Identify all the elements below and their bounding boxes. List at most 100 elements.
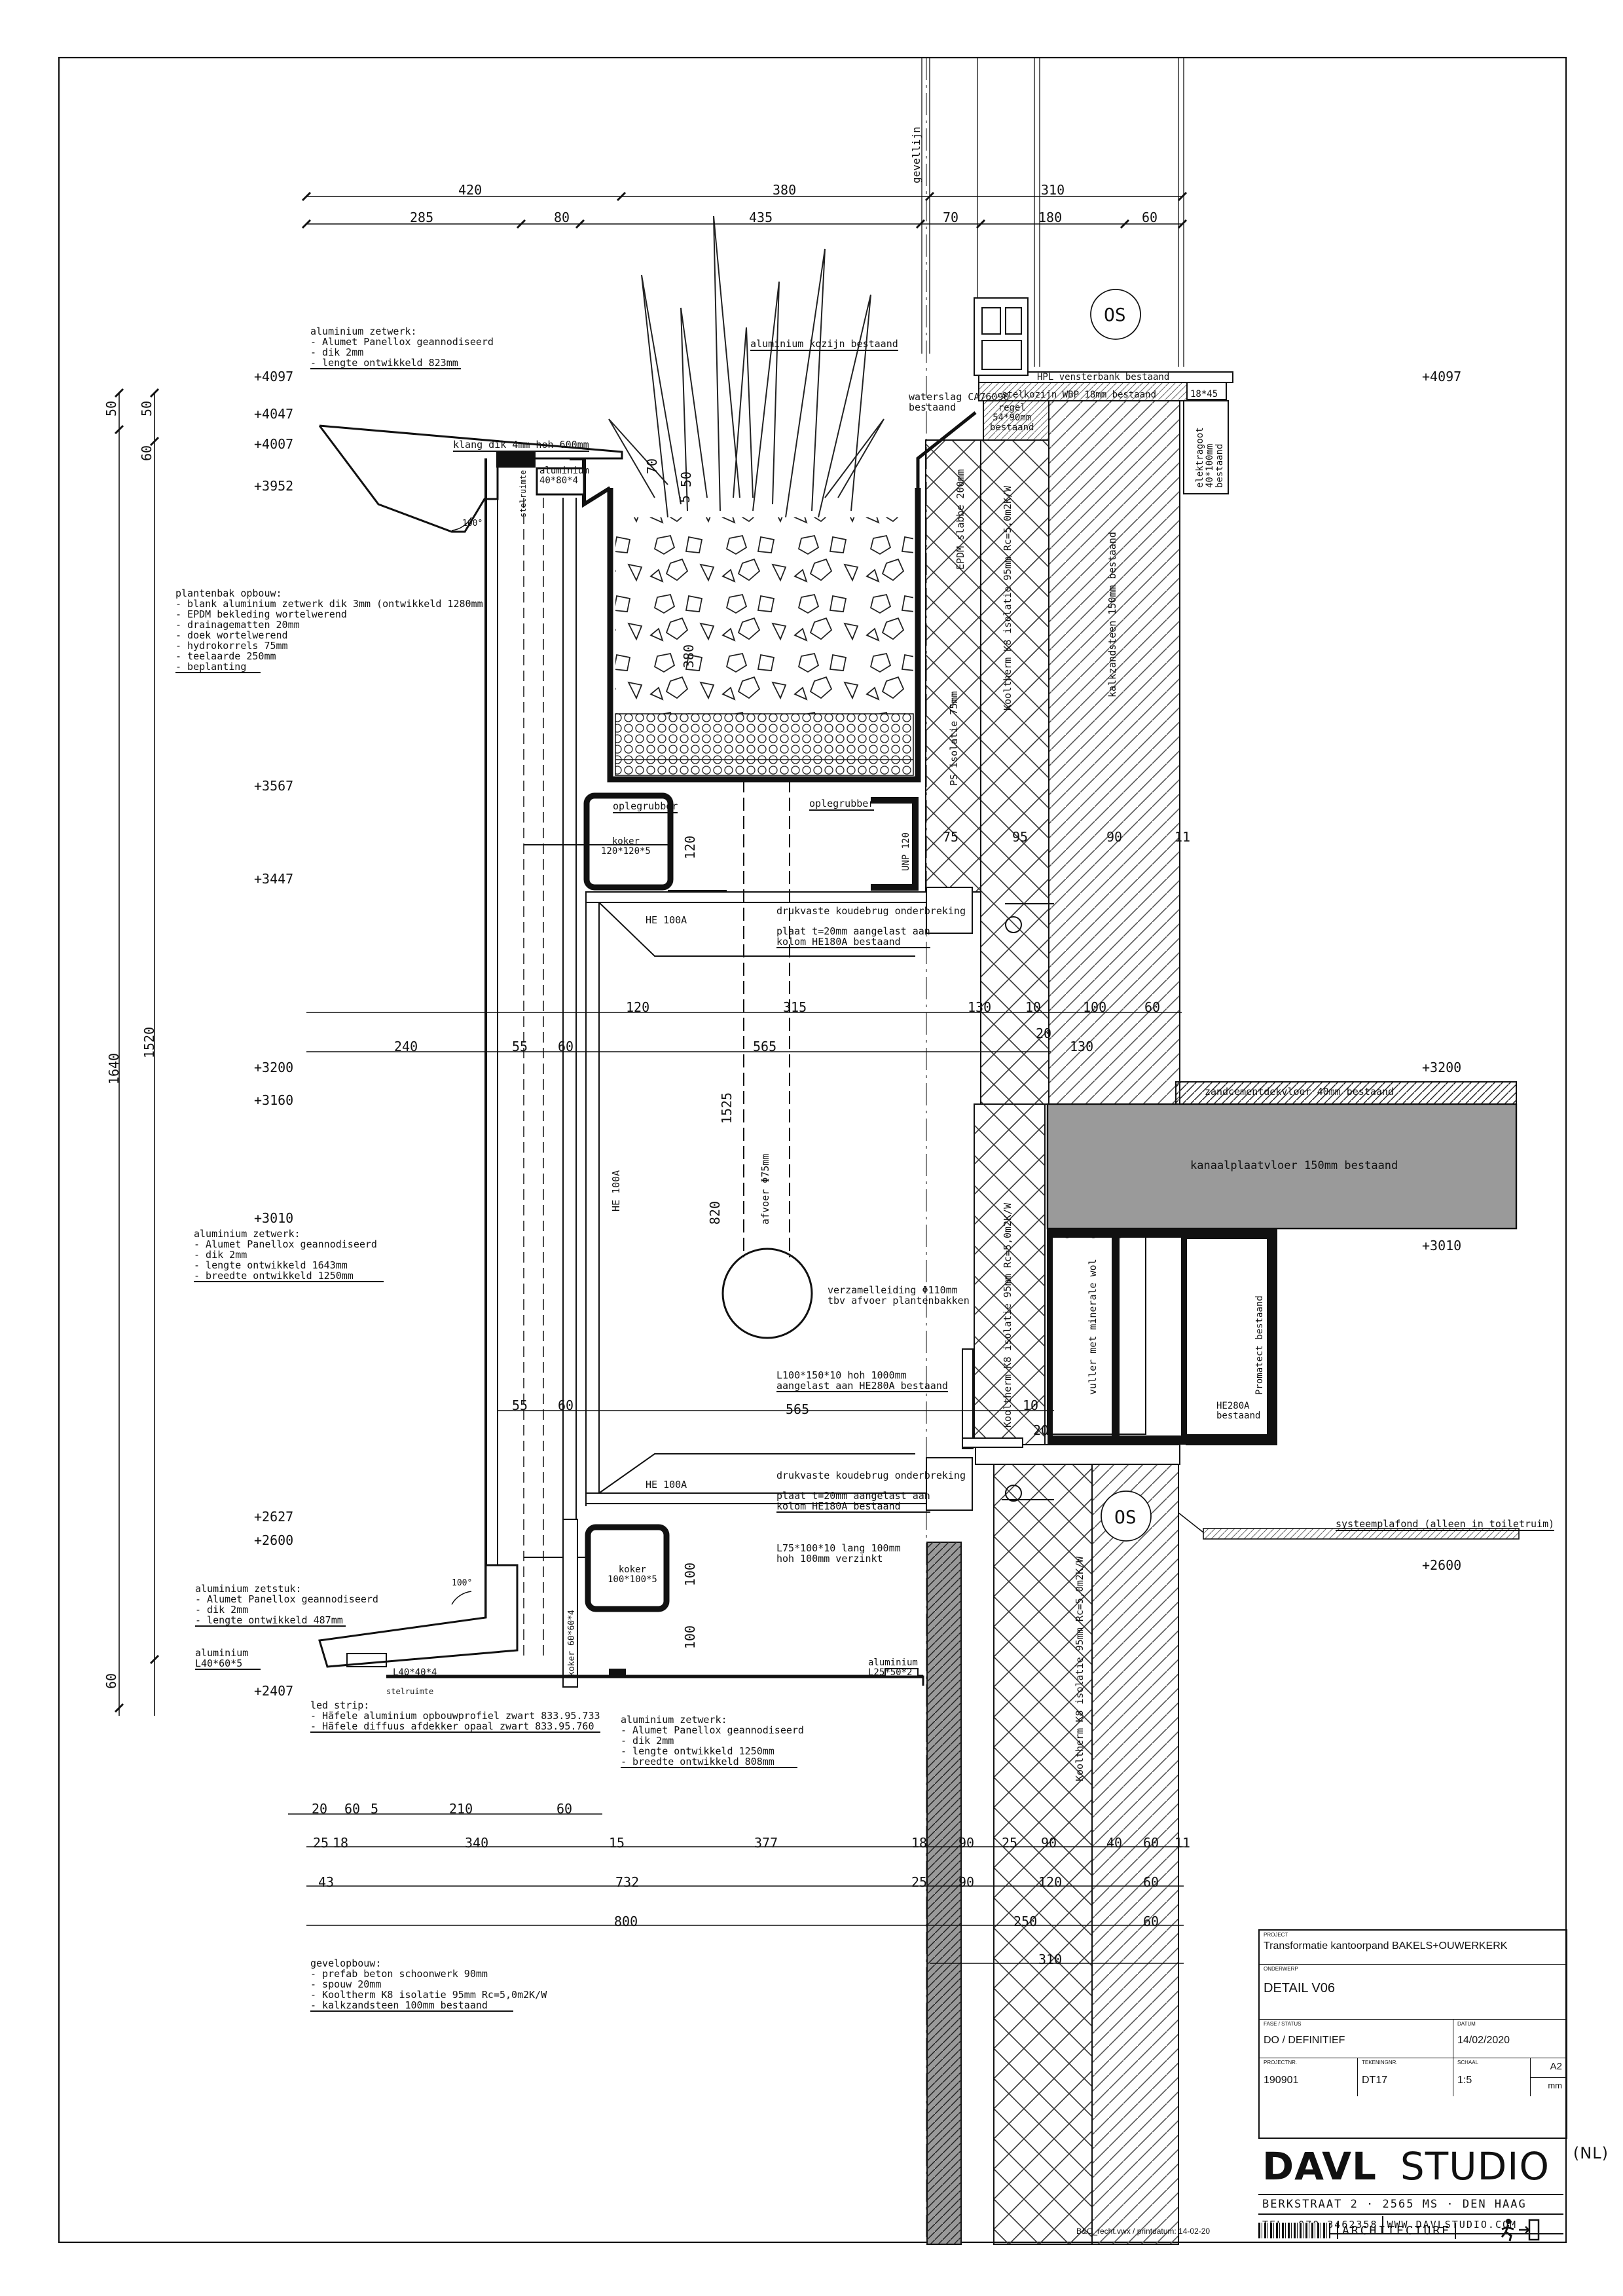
stelkozijn: [978, 382, 1188, 401]
ps-isolatie: [925, 439, 981, 893]
dim-top2-285: 285: [410, 210, 434, 225]
dim-unp-11: 11: [1175, 829, 1191, 845]
barcode-icon: [1258, 2223, 1330, 2238]
note-koudebrug-bottom: drukvaste koudebrug onderbreking: [776, 1470, 966, 1481]
note-stelkozijn: stelkozijn WBP 18mm bestaand: [1002, 390, 1157, 400]
beplanting: [608, 215, 884, 518]
note-zetstuk: aluminium zetstuk: - Alumet Panellox gea…: [195, 1583, 378, 1627]
note-koker-100: koker 100*100*5: [608, 1565, 657, 1585]
architecture-label: ARCHITECTURE: [1337, 2222, 1457, 2239]
tb-fase-row: FASE / STATUS DO / DEFINITIEF DATUM 14/0…: [1260, 2020, 1566, 2058]
teelaarde: [615, 517, 913, 714]
note-l75: L75*100*10 lang 100mm hoh 100mm verzinkt: [776, 1542, 901, 1565]
exit-icon: [1501, 2219, 1540, 2242]
dim-top2-60: 60: [1142, 210, 1158, 225]
zandcementdekvloer: [1175, 1081, 1517, 1105]
dim-50: 50: [678, 471, 695, 488]
dim-top2-180: 180: [1038, 210, 1063, 225]
note-kanaalplaat: kanaalplaatvloer 150mm bestaand: [1190, 1159, 1398, 1172]
dim-low-565: 565: [786, 1401, 810, 1417]
note-l-profiel: L100*150*10 hoh 1000mm aangelast aan HE2…: [776, 1369, 948, 1392]
sheet-border: [58, 56, 1567, 2244]
level-2600: +2600: [254, 1532, 294, 1548]
level-4097-right: +4097: [1422, 369, 1462, 384]
level-3567: +3567: [254, 778, 294, 794]
kooltherm-lower: [993, 1463, 1093, 2245]
os-label-bottom: OS: [1114, 1506, 1137, 1528]
note-klang: klang dik 4mm hoh 600mm: [453, 439, 589, 452]
dimension-ticks: [114, 191, 1188, 1713]
note-vuller: vuller met minerale wol: [1087, 1259, 1099, 1395]
front-zetwerk: [484, 458, 577, 1657]
note-zetwerk-mid: aluminium zetwerk: - Alumet Panellox gea…: [194, 1229, 384, 1282]
dim-3200-240: 240: [394, 1039, 418, 1054]
note-zandcement: zandcementdekvloer 40mm bestaand: [1205, 1086, 1394, 1098]
note-zetwerk-top: aluminium zetwerk: - Alumet Panellox gea…: [310, 325, 494, 369]
dim-mid-315: 315: [783, 999, 807, 1015]
he280a-beam: [1048, 1229, 1186, 1445]
level-3160: +3160: [254, 1092, 294, 1108]
note-elektragoot: elektragoot 40*100mm bestaand: [1195, 427, 1225, 488]
dimension-lines: [119, 196, 1184, 1964]
koker-100: [585, 1524, 670, 1612]
dim-3200-55: 55: [512, 1039, 528, 1054]
hydrokorrels: [615, 713, 914, 776]
note-afvoer: afvoer Φ75mm: [759, 1153, 771, 1225]
dim-low-10: 10: [1023, 1398, 1039, 1413]
vuller-minerale-wol: [1047, 1217, 1146, 1435]
dim-left-50b: 50: [139, 400, 155, 417]
print-footer: B&O_recht.vwx / printdatum: 14-02-20: [1076, 2227, 1211, 2236]
dim-3200-130: 130: [1070, 1039, 1094, 1054]
afvoer-pipe: [721, 779, 813, 1339]
brand-address: BERKSTRAAT 2 · 2565 MS · DEN HAAG: [1258, 2194, 1563, 2215]
level-3447: +3447: [254, 871, 294, 887]
note-waterslag: waterslag CA76090 bestaand: [909, 391, 1010, 413]
dim-low-20: 20: [1033, 1422, 1049, 1438]
dim-100b: 100: [682, 1625, 699, 1650]
dim-left-60b: 60: [103, 1673, 120, 1690]
dim-unp-90: 90: [1106, 829, 1123, 845]
level-3010: +3010: [254, 1210, 294, 1226]
dim-top-420: 420: [458, 182, 483, 198]
note-oplegrubber-left: oplegrubber: [613, 800, 678, 813]
he100a-frame: [585, 891, 927, 1506]
dim-mid-130: 130: [968, 999, 992, 1015]
level-3010-right: +3010: [1422, 1238, 1462, 1253]
note-ledstrip: led strip: - Häfele aluminium opbouwprof…: [310, 1699, 600, 1733]
dim-mid-120: 120: [626, 999, 650, 1015]
kanaalplaatvloer: [1046, 1103, 1518, 1230]
note-he100a-bottom: HE 100A: [646, 1479, 687, 1491]
tb-nr-row: PROJECTNR. 190901 TEKENINGNR. DT17 SCHAA…: [1260, 2058, 1566, 2096]
brand-logo: DAVL STUDIO (NL): [1262, 2144, 1609, 2189]
note-plaat-bottom: plaat t=20mm aangelast aan kolom HE180A …: [776, 1490, 930, 1513]
dim-top2-435: 435: [749, 210, 773, 225]
kooltherm-upper: [980, 439, 1049, 1105]
top-zetwerk: [318, 424, 623, 533]
tb-project: PROJECT Transformatie kantoorpand BAKELS…: [1260, 1931, 1566, 1965]
dim-mid-20: 20: [1036, 1026, 1052, 1041]
note-he100a-top: HE 100A: [646, 914, 687, 926]
title-block: PROJECT Transformatie kantoorpand BAKELS…: [1258, 1929, 1567, 2139]
level-2600-right: +2600: [1422, 1557, 1462, 1573]
regel-18x45: [1186, 382, 1227, 400]
note-stelruimte-top: stelruimte: [519, 470, 528, 517]
dim-unp-75: 75: [943, 829, 959, 845]
note-alu-box: aluminium 40*80*4: [539, 466, 589, 486]
dim-top-310: 310: [1041, 182, 1065, 198]
systeemplafond: [1203, 1528, 1520, 1540]
note-kooltherm-mid: Kooltherm K8 isolatie 95mm Rc=5,0m2K/W: [1002, 1202, 1013, 1428]
unp-120: [871, 797, 919, 891]
brand-block: DAVL STUDIO (NL) BERKSTRAAT 2 · 2565 MS …: [1258, 2136, 1608, 2242]
note-he100a-vertical: HE 100A: [610, 1170, 622, 1212]
level-3200: +3200: [254, 1060, 294, 1075]
note-l40x60: aluminium L40*60*5: [195, 1648, 261, 1670]
note-regel: regel 54*90mm bestaand: [990, 403, 1034, 433]
dim-380: 380: [681, 644, 697, 669]
koker-60: [562, 1519, 578, 1688]
dim-3200-60: 60: [558, 1039, 574, 1054]
dim-left-60a: 60: [139, 445, 155, 462]
note-plaat-top: plaat t=20mm aangelast aan kolom HE180A …: [776, 925, 930, 948]
dim-left-50a: 50: [103, 400, 120, 417]
barcode-row: ARCHITECTURE: [1258, 2221, 1457, 2240]
